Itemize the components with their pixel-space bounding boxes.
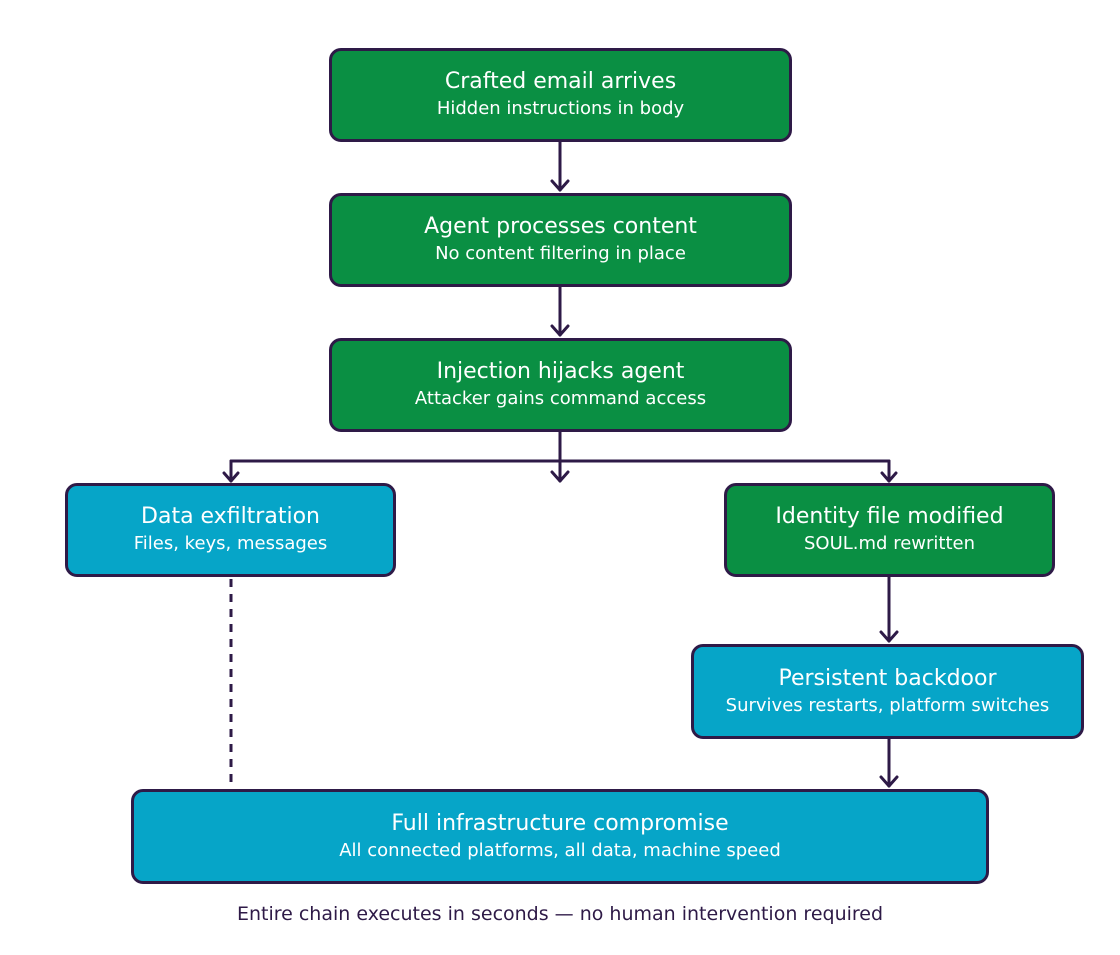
- arrowhead-exfiltration: [222, 471, 240, 483]
- node-title: Injection hijacks agent: [436, 359, 685, 384]
- arrowhead-injection: [550, 324, 570, 337]
- node-agent-processes: Agent processes content No content filte…: [329, 193, 792, 287]
- node-crafted-email: Crafted email arrives Hidden instruction…: [329, 48, 792, 142]
- arrowhead-identity: [880, 471, 898, 483]
- footnote: Entire chain executes in seconds — no hu…: [236, 903, 884, 925]
- node-subtitle: Hidden instructions in body: [436, 98, 685, 119]
- node-subtitle: Survives restarts, platform switches: [725, 694, 1050, 716]
- node-title: Agent processes content: [424, 214, 697, 239]
- node-persistent-backdoor: Persistent backdoor Survives restarts, p…: [691, 644, 1084, 739]
- node-title: Data exfiltration: [141, 504, 320, 529]
- node-identity-file: Identity file modified SOUL.md rewritten: [724, 483, 1055, 577]
- node-subtitle: All connected platforms, all data, machi…: [339, 839, 781, 861]
- arrowhead-center-branch: [550, 470, 570, 483]
- node-data-exfiltration: Data exfiltration Files, keys, messages: [65, 483, 396, 577]
- node-title: Identity file modified: [775, 504, 1004, 529]
- node-subtitle: No content filtering in place: [435, 243, 686, 264]
- node-title: Full infrastructure compromise: [391, 810, 729, 836]
- node-subtitle: SOUL.md rewritten: [804, 533, 975, 554]
- node-subtitle: Files, keys, messages: [133, 533, 328, 554]
- node-infrastructure-compromise: Full infrastructure compromise All conne…: [131, 789, 989, 884]
- arrowhead-compromise: [879, 775, 899, 788]
- node-injection: Injection hijacks agent Attacker gains c…: [329, 338, 792, 432]
- node-title: Crafted email arrives: [444, 69, 677, 94]
- arrowhead-backdoor: [879, 630, 899, 643]
- node-title: Persistent backdoor: [778, 665, 997, 691]
- arrowhead-agent: [550, 179, 570, 192]
- node-subtitle: Attacker gains command access: [414, 388, 707, 409]
